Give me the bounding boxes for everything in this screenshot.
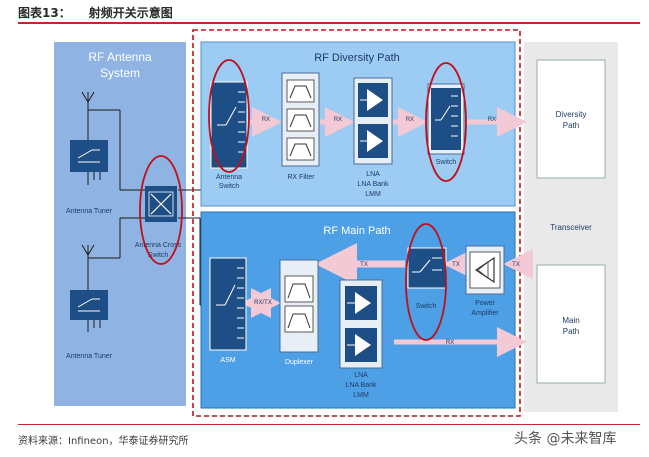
main-lna-label-1: LNA (354, 372, 368, 379)
antenna-tuner-top-label: Antenna Tuner (66, 208, 113, 215)
figure-number: 图表13： (18, 6, 71, 20)
diversity-lna-label-3: LMM (365, 191, 381, 198)
main-tx-1: TX (360, 262, 368, 268)
watermark: 头条 @未来智库 (514, 431, 617, 447)
transceiver-label: Transceiver (550, 223, 592, 232)
pa-label-1: Power (475, 300, 496, 307)
diversity-path-line2: Path (563, 121, 579, 130)
diversity-path-title: RF Diversity Path (314, 52, 400, 64)
antenna-switch-highlight (208, 59, 250, 173)
antenna-system-title-2: System (100, 66, 140, 80)
diversity-lna-label-2: LNA Bank (357, 181, 389, 188)
main-switch (407, 247, 447, 289)
antenna-switch-label-2: Switch (219, 183, 240, 190)
asm (209, 257, 247, 351)
diversity-switch-label: Switch (436, 159, 457, 166)
main-rx: RX (446, 340, 454, 346)
main-lna-label-2: LNA Bank (345, 382, 377, 389)
diversity-lna-label-1: LNA (366, 171, 380, 178)
main-path-box (536, 264, 606, 384)
diversity-path-line1: Diversity (556, 110, 587, 119)
main-tx-3: TX (512, 262, 520, 268)
main-switch-highlight (405, 223, 447, 341)
figure-header: 图表13： 射频开关示意图 (18, 4, 173, 21)
antenna-switch-label-1: Antenna (216, 174, 242, 181)
diversity-rx-2: RX (334, 117, 342, 123)
diversity-switch-highlight (425, 62, 467, 182)
main-switch-label: Switch (416, 303, 437, 310)
header-rule (18, 22, 640, 24)
cross-switch-label-2: Switch (148, 252, 169, 259)
diversity-rx-3: RX (406, 117, 414, 123)
main-path-title: RF Main Path (323, 225, 390, 237)
main-arrows (241, 243, 533, 357)
main-path-line1: Main (562, 316, 579, 325)
antenna-top-icon (81, 91, 95, 105)
duplexer-label: Duplexer (285, 359, 314, 366)
diversity-antenna-switch (210, 81, 248, 169)
source-note: 资料来源：Infineon，华泰证券研究所 (18, 436, 189, 447)
antenna-tuner-bottom (70, 290, 108, 320)
main-path-line2: Path (563, 327, 579, 336)
figure-title: 射频开关示意图 (88, 6, 173, 20)
diversity-path-box (536, 59, 606, 179)
footer-rule (18, 424, 640, 425)
diversity-rx-4: RX (488, 117, 496, 123)
diversity-rx-1: RX (262, 117, 270, 123)
cross-switch-label-1: Antenna Cross (135, 242, 182, 249)
antenna-system-title-1: RF Antenna (88, 50, 152, 64)
highlight-frame (192, 29, 521, 417)
pa-label-2: Amplifier (471, 310, 499, 317)
main-rxtx: RX/TX (254, 300, 272, 306)
asm-label: ASM (220, 357, 235, 364)
antenna-tuner-top (70, 140, 108, 172)
main-lna-label-3: LMM (353, 392, 369, 399)
rx-filter-label: RX Filter (287, 174, 315, 181)
antenna-tuner-bottom-label: Antenna Tuner (66, 353, 113, 360)
antenna-bottom-icon (81, 244, 95, 258)
cross-switch-highlight (139, 155, 183, 265)
main-tx-2: TX (452, 262, 460, 268)
